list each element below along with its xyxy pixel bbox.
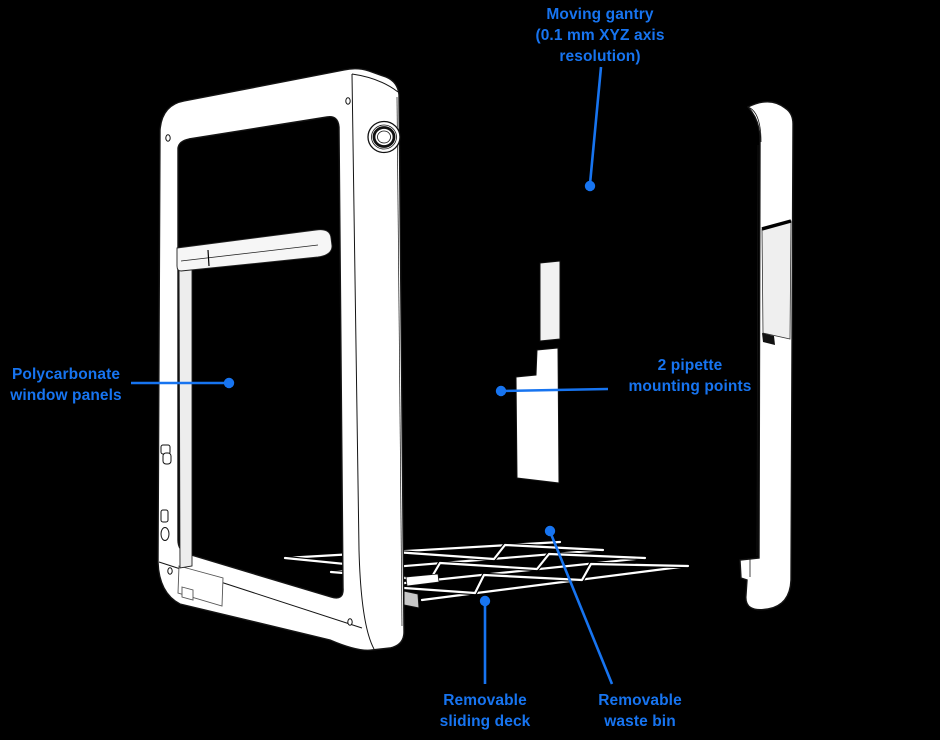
pipette-mounts-leader-line [501,387,609,393]
moving-gantry-leader-dot [584,180,596,192]
frame-top-crease [351,73,399,93]
callout-leaders [131,66,614,685]
callout-sliding-deck: Removable sliding deck [439,692,531,730]
side-panel [739,101,794,611]
callout-pipette-mounts: 2 pipette mounting points [628,357,752,395]
callout-moving-gantry: Moving gantry (0.1 mm XYZ axis resolutio… [535,6,665,65]
door-latch [160,444,172,541]
callout-waste-bin: Removable waste bin [598,692,682,730]
frame-right-edge-line [396,96,403,627]
side-panel-window [761,220,792,340]
gantry-rail-edge [180,244,319,262]
hinge-pin [160,509,169,523]
deck-corner-block [403,573,440,609]
waste-bin-leader-dot [544,525,556,537]
gantry-rail-joint [207,249,210,267]
pipette-mount-lower [515,347,560,484]
screw-icon [347,618,353,626]
enclosure-frame-panel [157,68,405,651]
screw-icon [167,567,173,575]
callout-window-panels: Polycarbonate window panels [10,366,122,404]
gantry-column [178,249,193,569]
sliding-deck-leader-dot [479,595,491,607]
waste-bin-leader-line [549,533,614,685]
pipette-mount-upper [539,260,561,342]
hinge-hole [160,527,170,541]
frame-screws [165,97,353,626]
pipette-mounts-leader-dot [495,385,507,397]
pipette-mount [515,260,561,484]
side-panel-latch [762,333,775,345]
screw-icon [345,97,351,105]
gantry-assembly [176,229,333,569]
frame-depth-crease [351,73,375,650]
cam-lock-knob [367,120,401,154]
screw-icon [165,134,171,142]
product-label-sticker [177,565,224,607]
moving-gantry-leader-line [588,66,603,185]
window-panels-leader-dot [223,377,235,389]
gantry-rail [176,229,333,272]
